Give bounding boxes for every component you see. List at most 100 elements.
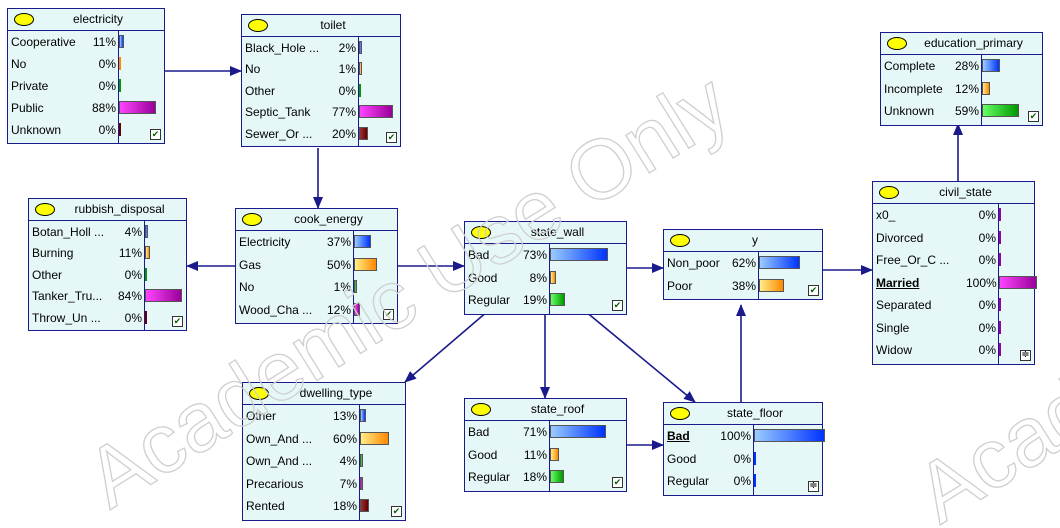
edge-arrow[interactable] (584, 310, 696, 403)
checkbox-icon[interactable]: ✔ (150, 129, 161, 140)
state-probability: 4% (339, 454, 357, 468)
node-header[interactable]: state_wall (465, 222, 626, 244)
bar-column (753, 425, 822, 495)
state-row[interactable]: Sewer_Or ...20% (242, 125, 402, 143)
checkbox-icon[interactable]: ✔ (612, 300, 623, 312)
checkbox-icon[interactable]: ✔ (172, 316, 183, 327)
state-row[interactable]: Free_Or_C ...0% (873, 251, 1036, 269)
state-row[interactable]: Wood_Cha ...12% (236, 301, 399, 319)
state-label: Sewer_Or ... (245, 126, 313, 141)
node-header[interactable]: civil_state (873, 182, 1034, 204)
probability-bar (359, 62, 362, 76)
finding-set-icon[interactable]: ≑ (808, 479, 819, 492)
state-row[interactable]: Other 0% (242, 82, 402, 100)
probability-bar (360, 454, 363, 467)
state-label: Precarious (246, 476, 304, 491)
checkbox-icon[interactable]: ✔ (386, 132, 397, 143)
state-row[interactable]: x0_0% (873, 206, 1036, 224)
node-header[interactable]: rubbish_disposal (29, 199, 186, 221)
edge-arrow[interactable] (404, 310, 489, 383)
state-row[interactable]: Throw_Un ...0% (29, 309, 188, 327)
state-probability: 0% (338, 83, 356, 98)
state-row[interactable]: Black_Hole ...2% (242, 39, 402, 57)
checkbox-icon[interactable]: ✔ (391, 505, 402, 517)
state-row[interactable]: Own_And ...4% (243, 452, 407, 470)
finding-set-icon[interactable]: ≑ (1020, 348, 1031, 361)
probability-bar (754, 429, 825, 442)
state-label: Bad (468, 425, 490, 439)
state-row[interactable]: Own_And ...60% (243, 430, 407, 448)
node-header[interactable]: y (664, 230, 822, 252)
node-header[interactable]: education_primary (881, 33, 1042, 55)
probability-bar (145, 246, 150, 260)
checkbox-icon[interactable]: ✔ (1028, 110, 1039, 122)
node-header[interactable]: electricity (8, 9, 164, 31)
node-header[interactable]: dwelling_type (243, 383, 405, 405)
checkbox-icon[interactable]: ✔ (383, 309, 394, 320)
state-row[interactable]: Married 100% (873, 274, 1037, 292)
checkbox-icon[interactable]: ✔ (808, 285, 819, 296)
state-probability: 100% (966, 275, 997, 290)
state-label: Widow (876, 343, 913, 357)
state-row[interactable]: Botan_Holl ...4% (29, 223, 188, 241)
state-probability: 13% (332, 409, 357, 423)
node-header[interactable]: state_floor (664, 403, 822, 425)
state-row[interactable]: Tanker_Tru...84% (29, 287, 188, 305)
bar-column (359, 405, 405, 520)
state-label: Married (876, 275, 920, 290)
checkbox-icon[interactable]: ✔ (612, 476, 623, 488)
node-header[interactable]: state_roof (465, 399, 626, 421)
node-header[interactable]: toilet (242, 15, 400, 37)
state-probability: 0% (978, 208, 996, 222)
state-label: Other (245, 83, 276, 98)
state-label: Private (11, 79, 49, 93)
bar-column (758, 252, 822, 299)
node-header[interactable]: cook_energy (236, 209, 397, 231)
